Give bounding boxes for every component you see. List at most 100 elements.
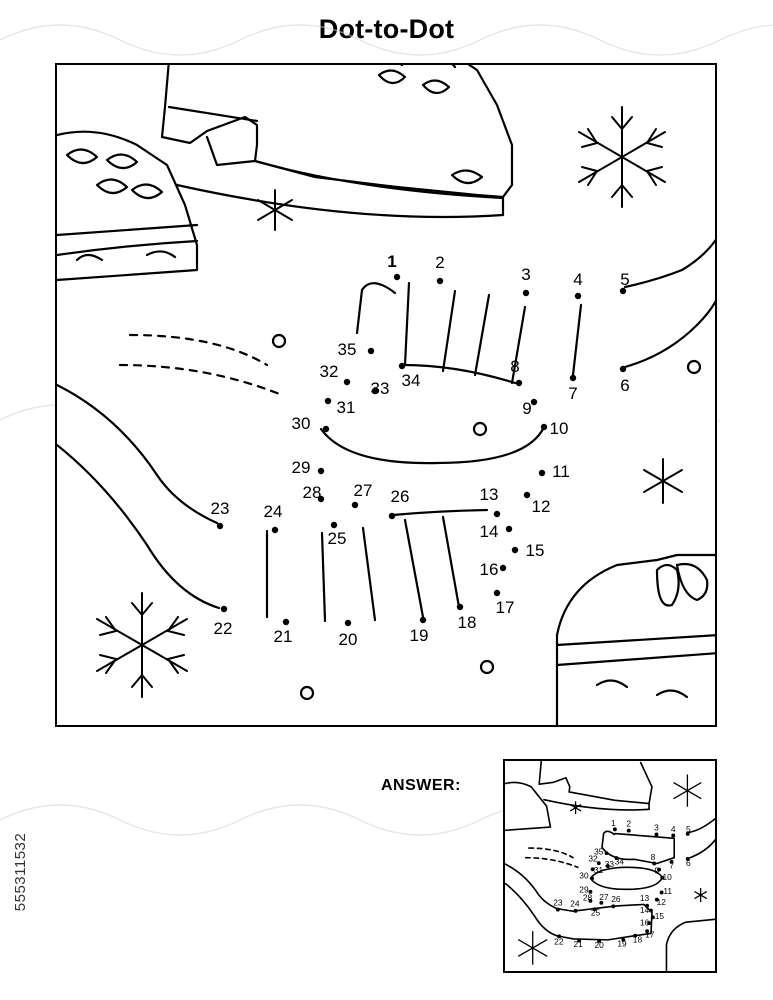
dot-23 — [216, 522, 224, 530]
snowflake-small-top — [257, 189, 293, 231]
dot-10 — [660, 875, 665, 880]
dot-13 — [645, 903, 650, 908]
dot-14 — [505, 525, 513, 533]
dot-label-2: 2 — [626, 818, 631, 828]
dot-24 — [271, 526, 279, 534]
dot-label-22: 22 — [214, 619, 233, 638]
dot-2 — [626, 828, 631, 833]
dot-label-30: 30 — [579, 870, 589, 880]
answer-label: ANSWER: — [381, 777, 461, 794]
dot-label-28: 28 — [303, 483, 322, 502]
dot-label-19: 19 — [617, 939, 627, 949]
dot-label-33: 33 — [605, 859, 615, 869]
dot-label-12: 12 — [532, 497, 551, 516]
dot-19 — [621, 937, 626, 942]
dot-label-6: 6 — [686, 858, 691, 868]
dot-label-28: 28 — [583, 893, 593, 903]
dot-3 — [654, 832, 659, 837]
dot-5 — [685, 831, 690, 836]
page-title: Dot-to-Dot — [318, 14, 455, 44]
snowflake-large-bottom-left — [96, 592, 188, 698]
dot-label-10: 10 — [662, 872, 672, 882]
dot-25 — [592, 907, 597, 912]
puck-outline — [319, 425, 546, 465]
snowflake-large-top-right — [578, 106, 666, 208]
dot-22 — [220, 605, 228, 613]
dot-label-15: 15 — [526, 541, 545, 560]
dot-label-4: 4 — [573, 270, 582, 289]
dot-16 — [499, 564, 507, 572]
stick-right-upper — [623, 239, 715, 289]
dot-label-11: 11 — [663, 886, 672, 896]
dot-label-23: 23 — [211, 499, 230, 518]
dot-label-33: 33 — [371, 379, 390, 398]
dot-label-8: 8 — [510, 357, 519, 376]
dot-label-5: 5 — [620, 270, 629, 289]
dot-label-18: 18 — [458, 613, 477, 632]
dot-11 — [659, 890, 664, 895]
dot-6 — [685, 857, 690, 861]
dot-34 — [614, 856, 619, 860]
dot-label-17: 17 — [496, 598, 515, 617]
dot-label-35: 35 — [338, 340, 357, 359]
dot-label-7: 7 — [669, 861, 674, 871]
dot-21 — [577, 938, 582, 943]
dot-10 — [540, 423, 548, 431]
skate-top-left — [57, 130, 199, 282]
dot-20 — [344, 619, 352, 627]
dot-24 — [573, 908, 578, 913]
stick-left-upper — [57, 383, 219, 525]
dot-32 — [596, 861, 601, 866]
dot-29 — [317, 467, 325, 475]
dot-label-32: 32 — [320, 362, 339, 381]
image-id-text: 555311532 — [12, 832, 29, 912]
dot-1 — [612, 827, 617, 832]
dot-8 — [515, 379, 523, 387]
skate-bottom-right — [555, 553, 715, 725]
dot-label-29: 29 — [579, 884, 589, 894]
dot-label-32: 32 — [588, 854, 598, 864]
dot-label-21: 21 — [574, 939, 584, 949]
dot-label-5: 5 — [686, 824, 691, 834]
dot-label-21: 21 — [274, 627, 293, 646]
dot-30 — [590, 876, 594, 881]
dot-33 — [605, 864, 610, 868]
dot-label-3: 3 — [521, 265, 530, 284]
dot-15 — [650, 915, 655, 920]
dot-26 — [611, 904, 616, 909]
stick-right-lower — [623, 300, 715, 369]
dot-4 — [574, 292, 582, 300]
dot-9 — [530, 398, 538, 406]
dot-18 — [456, 603, 464, 611]
dot-label-17: 17 — [645, 930, 655, 940]
dot-label-13: 13 — [480, 485, 499, 504]
dot-label-31: 31 — [594, 865, 604, 875]
dot-label-23: 23 — [553, 898, 563, 908]
dot-label-20: 20 — [594, 940, 604, 950]
stick-left-lower — [57, 443, 221, 610]
dot-9 — [657, 867, 661, 872]
dot-17 — [645, 929, 650, 934]
dot-label-24: 24 — [570, 899, 580, 909]
dot-33 — [371, 387, 379, 395]
dot-label-35: 35 — [594, 846, 604, 856]
dot-label-19: 19 — [410, 626, 429, 645]
dot-30 — [322, 425, 330, 433]
dot-2 — [436, 277, 444, 285]
dot-31 — [590, 867, 595, 872]
dot-label-27: 27 — [354, 481, 373, 500]
skate-top-center — [160, 65, 514, 219]
dot-label-34: 34 — [615, 856, 625, 866]
dot-20 — [597, 938, 602, 943]
dot-label-24: 24 — [264, 502, 283, 521]
dot-label-26: 26 — [391, 487, 410, 506]
dot-label-6: 6 — [620, 376, 629, 395]
puzzle-drawing: 1234567891011121314151617181920212223242… — [57, 65, 715, 725]
dot-label-11: 11 — [552, 462, 570, 481]
dot-label-18: 18 — [633, 934, 643, 944]
dot-label-4: 4 — [671, 824, 676, 834]
